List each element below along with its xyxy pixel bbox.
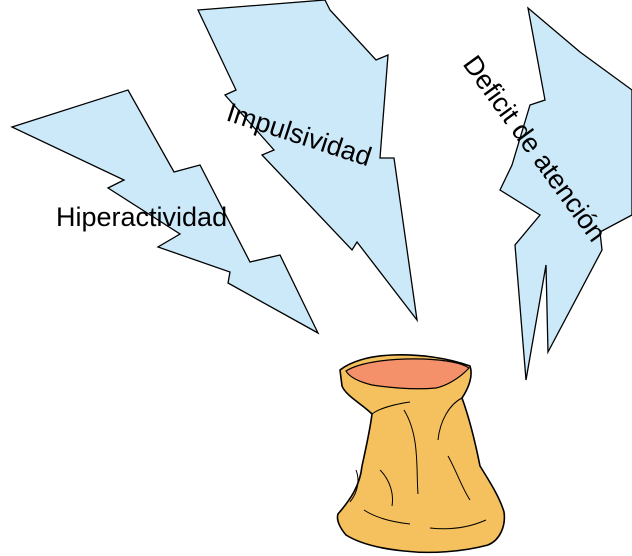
label-hiperactividad: Hiperactividad — [56, 202, 227, 232]
bag-illustration — [337, 355, 504, 553]
